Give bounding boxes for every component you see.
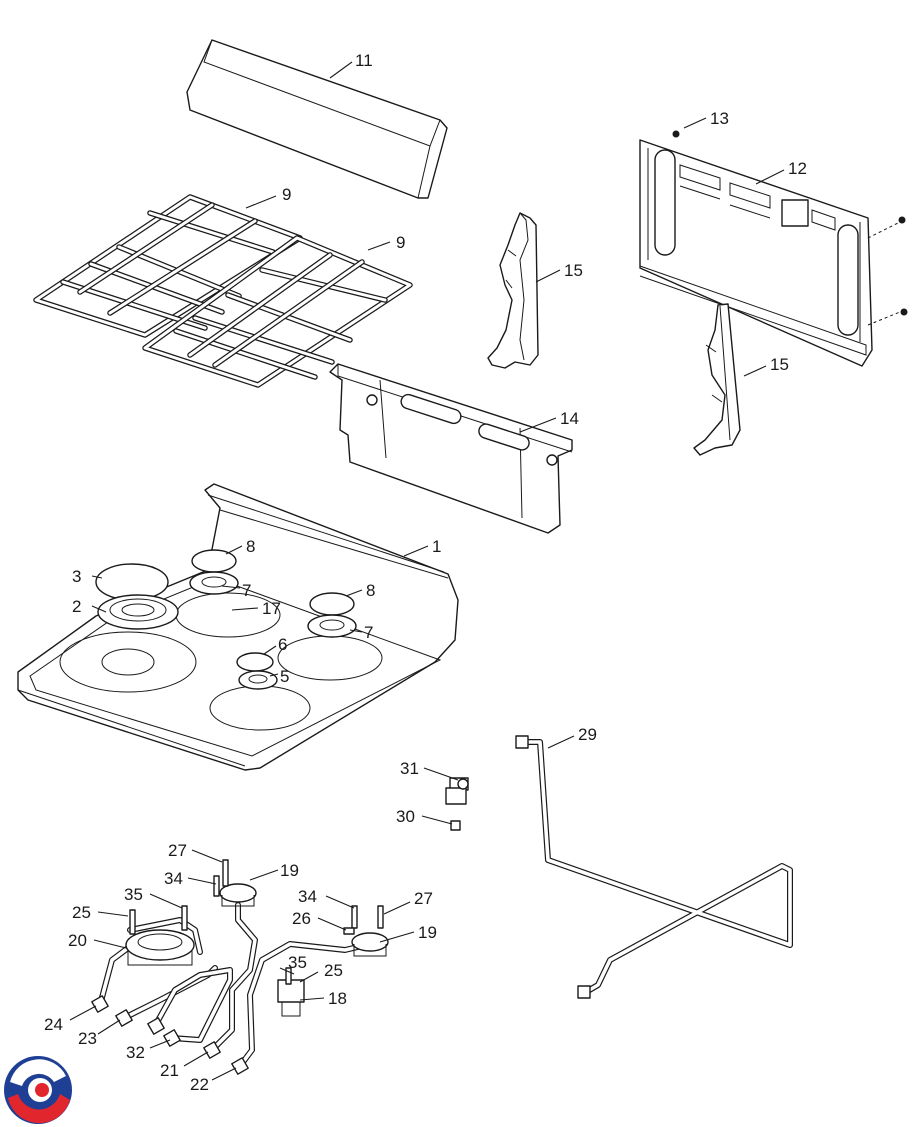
side-bracket-right	[693, 303, 741, 456]
cooktop	[17, 483, 459, 771]
label-18: 18	[328, 989, 347, 1008]
label-17: 17	[262, 599, 281, 618]
label-21: 21	[160, 1061, 179, 1080]
label-31: 31	[400, 759, 419, 778]
electrode-34a	[213, 875, 220, 897]
burner-base-small	[277, 979, 305, 1017]
label-22: 22	[190, 1075, 209, 1094]
label-19-left: 19	[280, 861, 299, 880]
label-13: 13	[710, 109, 729, 128]
label-8-right: 8	[366, 581, 375, 600]
rear-bracket	[329, 363, 573, 534]
electrode-27a	[222, 859, 229, 887]
label-24: 24	[44, 1015, 63, 1034]
burner-cap-small	[236, 652, 274, 672]
label-27-left: 27	[168, 841, 187, 860]
nut	[450, 820, 461, 831]
burner-head-rear-right	[307, 614, 357, 638]
electrode-26	[343, 927, 355, 935]
label-12: 12	[788, 159, 807, 178]
screw-right-lower	[867, 308, 908, 326]
label-30: 30	[396, 807, 415, 826]
label-3: 3	[72, 567, 81, 586]
burner-head-large	[97, 594, 179, 630]
backguard-trim-panel	[186, 39, 448, 199]
electrode-27b	[377, 905, 384, 929]
label-23: 23	[78, 1029, 97, 1048]
label-9-right: 9	[396, 233, 405, 252]
label-8-left: 8	[246, 537, 255, 556]
regulator-elbow	[445, 777, 469, 805]
label-15-right: 15	[770, 355, 789, 374]
label-6: 6	[278, 635, 287, 654]
label-25-right: 25	[324, 961, 343, 980]
label-19-right: 19	[418, 923, 437, 942]
brand-logo	[4, 1056, 72, 1124]
label-5: 5	[280, 667, 289, 686]
label-29: 29	[578, 725, 597, 744]
burner-base-right	[351, 932, 389, 957]
burner-cap-rear-left	[191, 549, 237, 573]
label-9-left: 9	[282, 185, 291, 204]
leader-lines	[69, 61, 785, 1081]
electrode-35b	[285, 967, 292, 985]
part-labels: 11 9 9 13 12 15 15 14 1 8 3 7 2 17 8 7 6…	[44, 51, 807, 1094]
label-34-right: 34	[298, 887, 317, 906]
fitting-32a	[147, 1017, 165, 1035]
grate-right	[142, 235, 413, 388]
burner-base-large	[125, 929, 195, 966]
label-1: 1	[432, 537, 441, 556]
electrode-34b	[351, 905, 358, 929]
electrode-35a	[181, 905, 188, 931]
label-26: 26	[292, 909, 311, 928]
fitting-24	[91, 995, 109, 1013]
label-7-right: 7	[364, 623, 373, 642]
fitting-32b	[163, 1029, 181, 1047]
burner-cap-rear-right	[309, 592, 355, 616]
electrode-25a	[129, 909, 136, 935]
label-11: 11	[355, 51, 373, 70]
burner-base-top	[219, 883, 257, 907]
label-27-right: 27	[414, 889, 433, 908]
label-7-left: 7	[242, 581, 251, 600]
burner-head-small	[238, 670, 278, 690]
burner-head-rear-left	[189, 571, 239, 595]
label-2: 2	[72, 597, 81, 616]
label-25-left: 25	[72, 903, 91, 922]
label-15-left: 15	[564, 261, 583, 280]
screw-right-upper	[867, 216, 906, 239]
label-35-right: 35	[288, 953, 307, 972]
gas-tubing	[97, 902, 365, 1069]
label-35-left: 35	[124, 885, 143, 904]
label-14: 14	[560, 409, 579, 428]
back-panel	[639, 139, 873, 367]
screw-top	[672, 130, 680, 138]
side-bracket-left	[487, 212, 539, 369]
label-32: 32	[126, 1043, 145, 1062]
gas-supply-pipe	[515, 735, 793, 999]
label-20: 20	[68, 931, 87, 950]
label-34-left: 34	[164, 869, 183, 888]
